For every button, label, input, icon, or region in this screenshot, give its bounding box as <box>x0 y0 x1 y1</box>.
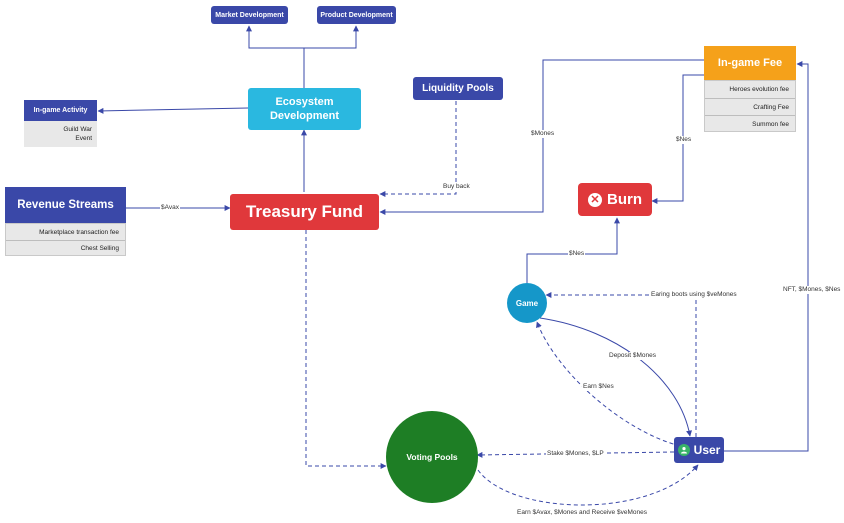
edge-label-earn-nes: Earn $Nes <box>582 383 615 391</box>
ingame-activity-box: In-game Activity <box>24 100 97 121</box>
liquidity-pools-box: Liquidity Pools <box>413 77 503 100</box>
burn-box: ✕ Burn <box>578 183 652 216</box>
fee-item-summon: Summon fee <box>705 115 795 132</box>
ecosystem-development-label: Ecosystem Development <box>269 96 340 122</box>
revenue-streams-box: Revenue Streams <box>5 187 126 223</box>
edge-boots <box>545 292 697 437</box>
fee-item-summon-label: Summon fee <box>752 120 789 128</box>
liquidity-pools-label: Liquidity Pools <box>422 83 494 94</box>
close-circle-icon: ✕ <box>588 192 602 207</box>
revenue-item-marketplace: Marketplace transaction fee <box>6 224 125 240</box>
product-development-label: Product Development <box>320 11 393 19</box>
burn-label: Burn <box>607 191 642 208</box>
revenue-item-chest-label: Chest Selling <box>80 245 119 252</box>
user-circle-icon <box>677 444 690 456</box>
edge-deposit <box>539 317 692 437</box>
revenue-item-chest: Chest Selling <box>6 240 125 256</box>
edge-eco-product <box>304 25 359 49</box>
edge-label-nft: NFT, $Mones, $Nes <box>782 286 842 294</box>
game-node: Game <box>507 283 547 323</box>
edge-label-mones: $Mones <box>530 130 556 138</box>
activity-item-guild-war: Guild War <box>63 126 92 133</box>
edge-eco-activity <box>97 107 249 114</box>
user-box: User <box>674 437 724 463</box>
revenue-item-marketplace-label: Marketplace transaction fee <box>39 228 119 236</box>
market-development-label: Market Development <box>215 11 284 19</box>
voting-pools-label: Voting Pools <box>406 452 458 462</box>
edge-label-nes-game: $Nes <box>568 250 586 258</box>
ingame-fee-label: In-game Fee <box>717 57 783 69</box>
edge-earn-avax <box>477 464 699 506</box>
market-development-box: Market Development <box>211 6 288 24</box>
treasury-fund-label: Treasury Fund <box>245 202 364 221</box>
activity-item-event: Event <box>75 135 92 142</box>
edge-earn-nes <box>536 321 681 447</box>
fee-item-heroes: Heroes evolution fee <box>705 81 795 98</box>
revenue-streams-label: Revenue Streams <box>17 199 114 211</box>
edge-nft <box>724 61 809 452</box>
product-development-box: Product Development <box>317 6 396 24</box>
fee-item-crafting-label: Crafting Fee <box>753 103 789 111</box>
revenue-streams-list: Marketplace transaction fee Chest Sellin… <box>5 223 126 256</box>
ingame-fee-box: In-game Fee <box>704 46 796 80</box>
user-label: User <box>693 443 721 457</box>
edge-label-earing-boots: Earing boots using $veMones <box>650 291 738 299</box>
user-glyph <box>680 447 687 454</box>
edge-label-nes-fee: $Nes <box>675 136 693 144</box>
edge-eco-market <box>246 25 305 88</box>
ingame-activity-list: Guild War Event <box>24 121 97 147</box>
ingame-fee-list: Heroes evolution fee Crafting Fee Summon… <box>704 80 796 132</box>
voting-pools-node: Voting Pools <box>386 411 478 503</box>
edge-buyback <box>379 101 457 197</box>
edge-label-buyback: Buy back <box>442 183 471 191</box>
edge-label-stake: Stake $Mones, $LP <box>546 450 605 458</box>
ingame-activity-label: In-game Activity <box>33 107 88 114</box>
edge-label-avax: $Avax <box>160 204 180 212</box>
fee-item-crafting: Crafting Fee <box>705 98 795 115</box>
edge-label-deposit: Deposit $Mones <box>608 352 657 360</box>
ecosystem-development-box: Ecosystem Development <box>248 88 361 130</box>
treasury-fund-box: Treasury Fund <box>230 194 379 230</box>
edge-treasury-voting <box>305 230 387 469</box>
edge-label-earn-avax: Earn $Avax, $Mones and Receive $veMones <box>516 509 648 517</box>
fee-item-heroes-label: Heroes evolution fee <box>729 86 789 93</box>
game-label: Game <box>515 298 539 308</box>
